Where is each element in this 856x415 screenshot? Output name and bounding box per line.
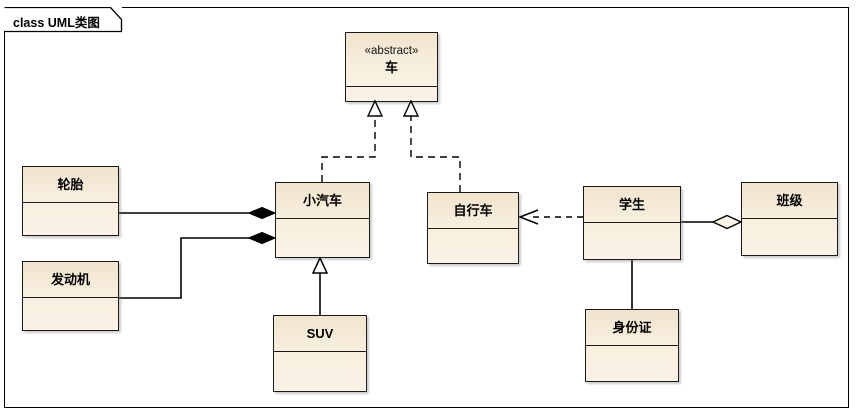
class-header-zixingche: 自行车 [428,193,518,229]
class-attributes-xuesheng [584,223,680,259]
diagram-frame-tab [4,7,123,33]
class-box-shenfenzheng[interactable]: 身份证 [585,309,679,382]
class-box-suv[interactable]: SUV [273,315,367,392]
class-attributes-suv [274,352,366,391]
class-name-zixingche: 自行车 [453,203,493,218]
frame-tab-shape-icon [4,7,123,33]
class-attributes-xiaoqiche [276,219,369,257]
class-box-fadongji[interactable]: 发动机 [22,261,119,331]
class-name-xuesheng: 学生 [618,197,645,212]
class-header-che: «abstract» 车 [346,33,437,87]
class-attributes-fadongji [23,298,118,330]
class-header-xuesheng: 学生 [584,187,680,223]
class-header-fadongji: 发动机 [23,262,118,298]
class-stereotype-che: «abstract» [364,45,419,57]
class-box-zixingche[interactable]: 自行车 [427,192,519,264]
class-box-banji[interactable]: 班级 [741,182,838,256]
class-header-shenfenzheng: 身份证 [586,310,678,346]
class-box-luntai[interactable]: 轮胎 [22,166,119,236]
class-attributes-luntai [23,203,118,235]
diagram-frame [4,7,849,408]
class-header-suv: SUV [274,316,366,352]
class-name-che: 车 [384,60,398,75]
class-name-suv: SUV [306,326,334,341]
class-attributes-banji [742,219,837,255]
class-name-xiaoqiche: 小汽车 [302,193,342,208]
class-name-banji: 班级 [776,193,803,208]
class-box-xuesheng[interactable]: 学生 [583,186,681,260]
class-attributes-che [346,87,437,101]
class-name-luntai: 轮胎 [57,177,84,192]
class-attributes-zixingche [428,229,518,263]
class-header-luntai: 轮胎 [23,167,118,203]
diagram-title: class UML类图 [13,16,100,30]
class-header-banji: 班级 [742,183,837,219]
class-header-xiaoqiche: 小汽车 [276,183,369,219]
class-name-fadongji: 发动机 [50,272,90,287]
class-box-che[interactable]: «abstract» 车 [345,32,438,102]
class-box-xiaoqiche[interactable]: 小汽车 [275,182,370,258]
class-attributes-shenfenzheng [586,346,678,381]
class-name-shenfenzheng: 身份证 [612,320,652,335]
